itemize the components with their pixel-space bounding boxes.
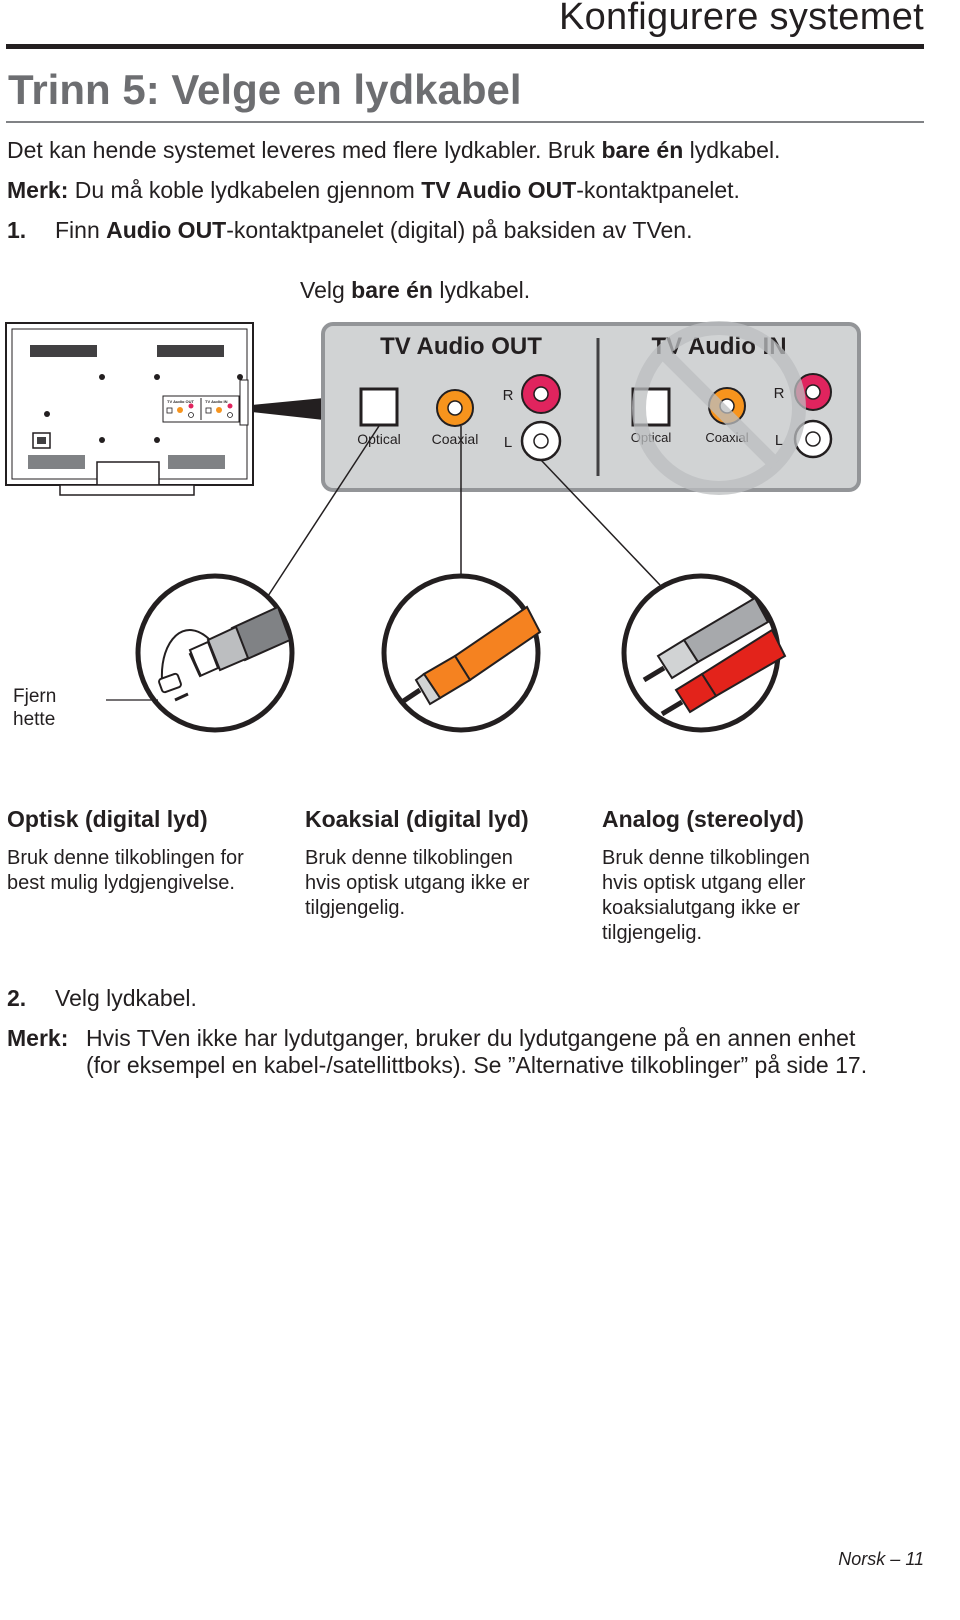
optical-out-label: Optical (357, 431, 401, 447)
title-rule (6, 121, 924, 123)
column-text-coaxial: Bruk denne tilkoblingen hvis optisk utga… (305, 846, 530, 921)
mini-in-label: TV Audio IN (205, 399, 228, 404)
note2-label-text: Merk: (7, 1025, 69, 1051)
step2-text: Velg lydkabel. (55, 985, 197, 1011)
cap-label-1: Fjern (13, 686, 56, 707)
zoom-wedge (252, 398, 324, 420)
page-number: Norsk – 11 (838, 1549, 924, 1569)
column-heading-coaxial: Koaksial (digital lyd) (305, 806, 529, 832)
l-out-label: L (504, 434, 512, 451)
column-line: tilgjengelig. (602, 922, 703, 944)
note2-label: Merk: (7, 1024, 68, 1052)
analog-l-in-port (793, 419, 833, 459)
coaxial-cable-icon (381, 573, 542, 733)
step1-num: 1. (7, 217, 27, 243)
optical-out-port (359, 387, 399, 427)
note-emphasis: TV Audio OUT (421, 177, 577, 203)
rca-cable-icon (621, 573, 787, 733)
intro-note: Merk: Du må koble lydkabelen gjennom TV … (7, 176, 740, 204)
tv-back-icon: TV Audio OUT TV Audio IN (5, 322, 254, 496)
connector-panel: TV Audio OUT TV Audio IN Optical Coaxial… (321, 321, 861, 495)
analog-l-out-port (520, 420, 562, 462)
intro-text-end: lydkabel. (683, 137, 781, 163)
choose-pre: Velg (300, 277, 352, 303)
note-text-end: -kontaktpanelet. (576, 177, 740, 203)
column-line: koaksialutgang ikke er (602, 897, 800, 919)
mini-out-label: TV Audio OUT (167, 399, 195, 404)
r-in-label: R (774, 385, 785, 402)
column-line: best mulig lydgjengivelse. (7, 872, 235, 894)
step-title: Trinn 5: Velge en lydkabel (8, 66, 522, 113)
step1-pre: Finn (55, 217, 107, 243)
column-heading-analog: Analog (stereolyd) (602, 806, 804, 832)
r-out-label: R (503, 387, 514, 404)
note-text: Du må koble lydkabelen gjennom (68, 177, 422, 203)
coaxial-out-port (436, 389, 474, 427)
section-title: Konfigurere systemet (558, 0, 924, 38)
header-rule (6, 44, 924, 49)
step1-text: Finn Audio OUT-kontaktpanelet (digital) … (55, 216, 693, 244)
choose-emphasis: bare én (351, 277, 433, 303)
choose-post: lydkabel. (432, 277, 531, 303)
column-text-optical: Bruk denne tilkoblingen for best mulig l… (7, 846, 244, 896)
note2-line-1: Hvis TVen ikke har lydutganger, bruker d… (86, 1025, 856, 1051)
leader-optical (267, 425, 380, 597)
leader-analog (540, 459, 661, 586)
column-text-analog: Bruk denne tilkoblingen hvis optisk utga… (602, 846, 810, 946)
optical-cable-icon (135, 573, 295, 733)
column-line: Bruk denne tilkoblingen (602, 847, 810, 869)
l-in-label: L (775, 432, 783, 449)
column-line: Bruk denne tilkoblingen for (7, 847, 244, 869)
intro-line: Det kan hende systemet leveres med flere… (7, 136, 780, 164)
step2-number: 2. (7, 984, 26, 1012)
intro-emphasis: bare én (601, 137, 684, 163)
column-line: tilgjengelig. (305, 897, 406, 919)
cap-label-2: hette (13, 709, 55, 730)
intro-text: Det kan hende systemet leveres med flere… (7, 137, 602, 163)
analog-r-out-port (521, 374, 561, 414)
column-line: hvis optisk utgang ikke er (305, 872, 530, 894)
step2-num: 2. (7, 985, 27, 1011)
choose-line: Velg bare én lydkabel. (300, 276, 530, 304)
step1-post: -kontaktpanelet (digital) på baksiden av… (226, 217, 693, 243)
coaxial-out-label: Coaxial (432, 431, 479, 447)
connection-diagram: TV Audio OUT TV Audio IN TV Audio OUT TV… (5, 321, 861, 733)
step1-number: 1. (7, 216, 26, 244)
note-label: Merk: (7, 177, 69, 203)
note2-line-2: (for eksempel en kabel-/satellittboks). … (86, 1052, 868, 1078)
no-entry-icon (632, 321, 806, 495)
column-line: Bruk denne tilkoblingen (305, 847, 513, 869)
panel-out-title: TV Audio OUT (380, 333, 542, 360)
column-heading-optical: Optisk (digital lyd) (7, 806, 208, 832)
column-line: hvis optisk utgang eller (602, 872, 806, 894)
step1-emphasis: Audio OUT (106, 217, 227, 243)
